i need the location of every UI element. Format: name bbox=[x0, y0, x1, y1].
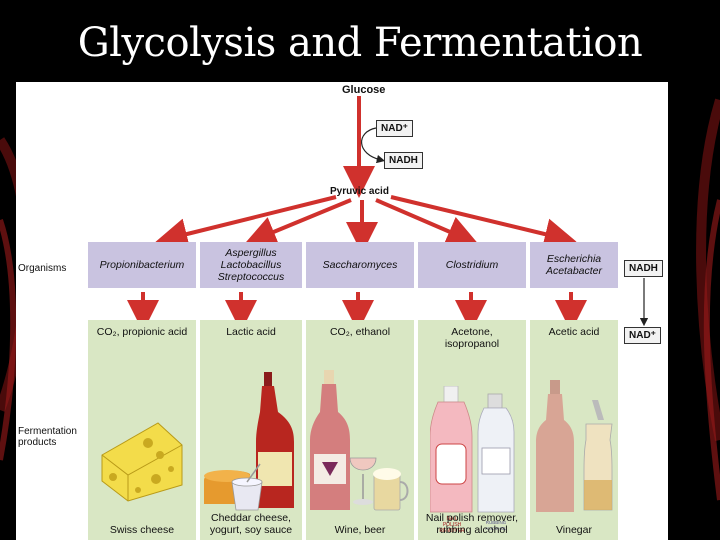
glucose-label: Glucose bbox=[342, 84, 386, 96]
organisms-label: Organisms bbox=[18, 263, 67, 274]
food-name: Nail polish remover, rubbing alcohol bbox=[425, 512, 519, 536]
product-name: Lactic acid bbox=[226, 326, 276, 338]
product-name: Acetone, isopropanol bbox=[444, 326, 500, 350]
product-name: Acetic acid bbox=[548, 326, 600, 338]
product-name: CO₂, propionic acid bbox=[96, 326, 188, 338]
pyruvic-acid-label: Pyruvic acid bbox=[330, 186, 389, 197]
organism-box-4: Clostridium bbox=[418, 242, 526, 288]
product-column-1: CO₂, propionic acid Swiss cheese bbox=[88, 320, 196, 540]
product-column-3: CO₂, ethanol Wine, beer bbox=[306, 320, 414, 540]
right-nadh-box: NADH bbox=[624, 260, 663, 277]
arrow-layer bbox=[127, 96, 649, 393]
product-column-2: Lactic acid Cheddar cheese, yogurt, soy … bbox=[200, 320, 302, 540]
wine-beer-image bbox=[310, 370, 409, 511]
organism-box-5: Escherichia Acetabacter bbox=[530, 242, 618, 288]
fermentation-diagram: Glucose NAD⁺ NADH Pyruvic acid Organisms… bbox=[16, 82, 668, 540]
food-name: Swiss cheese bbox=[109, 524, 175, 536]
food-name: Vinegar bbox=[555, 524, 592, 536]
nad-plus-box: NAD⁺ bbox=[376, 120, 413, 137]
right-nad-plus-box: NAD⁺ bbox=[624, 327, 661, 344]
nail-polish-remover-rubbing-alcohol-image bbox=[430, 386, 515, 513]
product-column-4: Acetone, isopropanol NAIL POLISH REMOVER… bbox=[418, 320, 526, 540]
slide-title: Glycolysis and Fermentation bbox=[77, 20, 643, 66]
organism-box-1: Propionibacterium bbox=[88, 242, 196, 288]
food-name: Wine, beer bbox=[334, 524, 386, 536]
product-name: CO₂, ethanol bbox=[329, 326, 391, 338]
fermentation-products-label: Fermentation products bbox=[18, 426, 77, 448]
organism-box-2: Aspergillus Lactobacillus Streptococcus bbox=[200, 242, 302, 288]
rubbing-bottle-label: RUBBING ALCOHOL bbox=[485, 520, 507, 531]
swiss-cheese-image bbox=[101, 422, 183, 502]
nail-bottle-label: NAIL POLISH REMOVER bbox=[439, 516, 465, 534]
organism-box-3: Saccharomyces bbox=[306, 242, 414, 288]
nadh-box: NADH bbox=[384, 152, 423, 169]
food-name: Cheddar cheese, yogurt, soy sauce bbox=[209, 512, 293, 536]
vinegar-image bbox=[536, 380, 613, 512]
cheddar-yogurt-soy-sauce-image bbox=[204, 372, 294, 511]
product-column-5: Acetic acid Vinegar bbox=[530, 320, 618, 540]
